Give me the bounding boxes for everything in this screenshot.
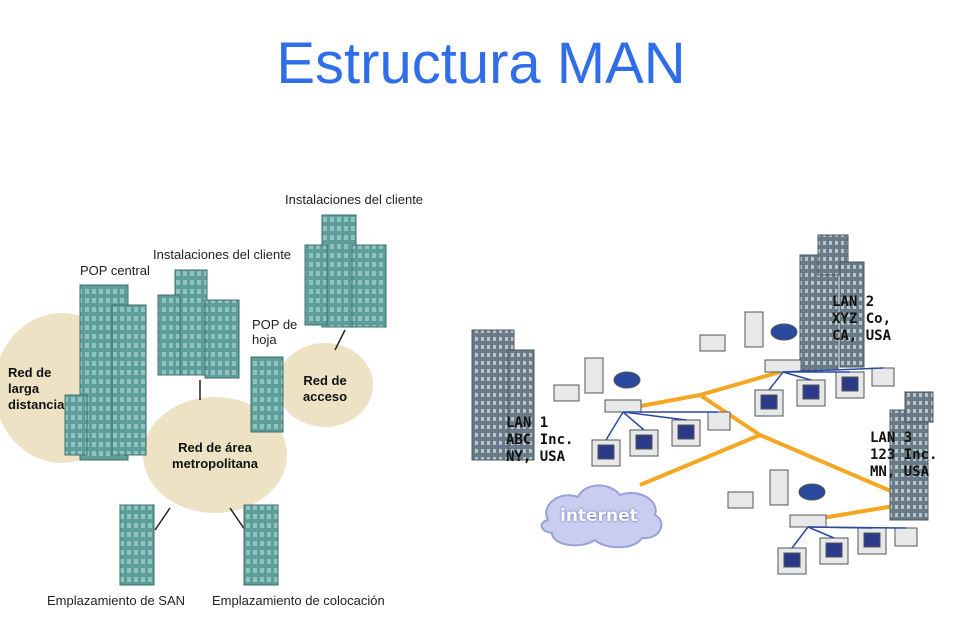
label-red-acceso: Red de acceso: [302, 373, 348, 404]
pop-central-building: [64, 284, 147, 461]
label-instalaciones-1: Instalaciones del cliente: [153, 247, 292, 262]
internet-cloud: [540, 484, 663, 549]
label-emplazamiento-colocacion: Emplazamiento de colocación: [212, 593, 385, 608]
label-red-larga-distancia: Red de larga distancia: [8, 365, 65, 412]
label-pop-central: POP central: [80, 263, 150, 278]
label-emplazamiento-san: Emplazamiento de SAN: [47, 593, 186, 608]
building-lan3: [889, 391, 934, 521]
instalaciones-building-1: [157, 269, 240, 379]
label-lan1: LAN 1 ABC Inc. NY, USA: [506, 415, 574, 465]
label-lan3: LAN 3 123 Inc. MN, USA: [870, 430, 938, 480]
label-red-area-metropolitana: Red de área metropolitana: [172, 440, 258, 471]
san-building: [119, 504, 155, 586]
label-pop-hoja: POP de hoja: [252, 317, 298, 347]
label-instalaciones-2: Instalaciones del cliente: [285, 192, 424, 207]
colocacion-building: [243, 504, 279, 586]
zone-red-acceso: [277, 343, 373, 427]
instalaciones-building-2: [304, 214, 387, 328]
slide-title: Estructura MAN: [276, 31, 686, 96]
label-lan2: LAN 2 XYZ Co, CA, USA: [832, 294, 892, 344]
building-lan2: [799, 234, 865, 371]
label-internet: internet: [560, 506, 638, 526]
building-lan1: [471, 329, 535, 461]
pop-hoja-building: [250, 356, 284, 433]
